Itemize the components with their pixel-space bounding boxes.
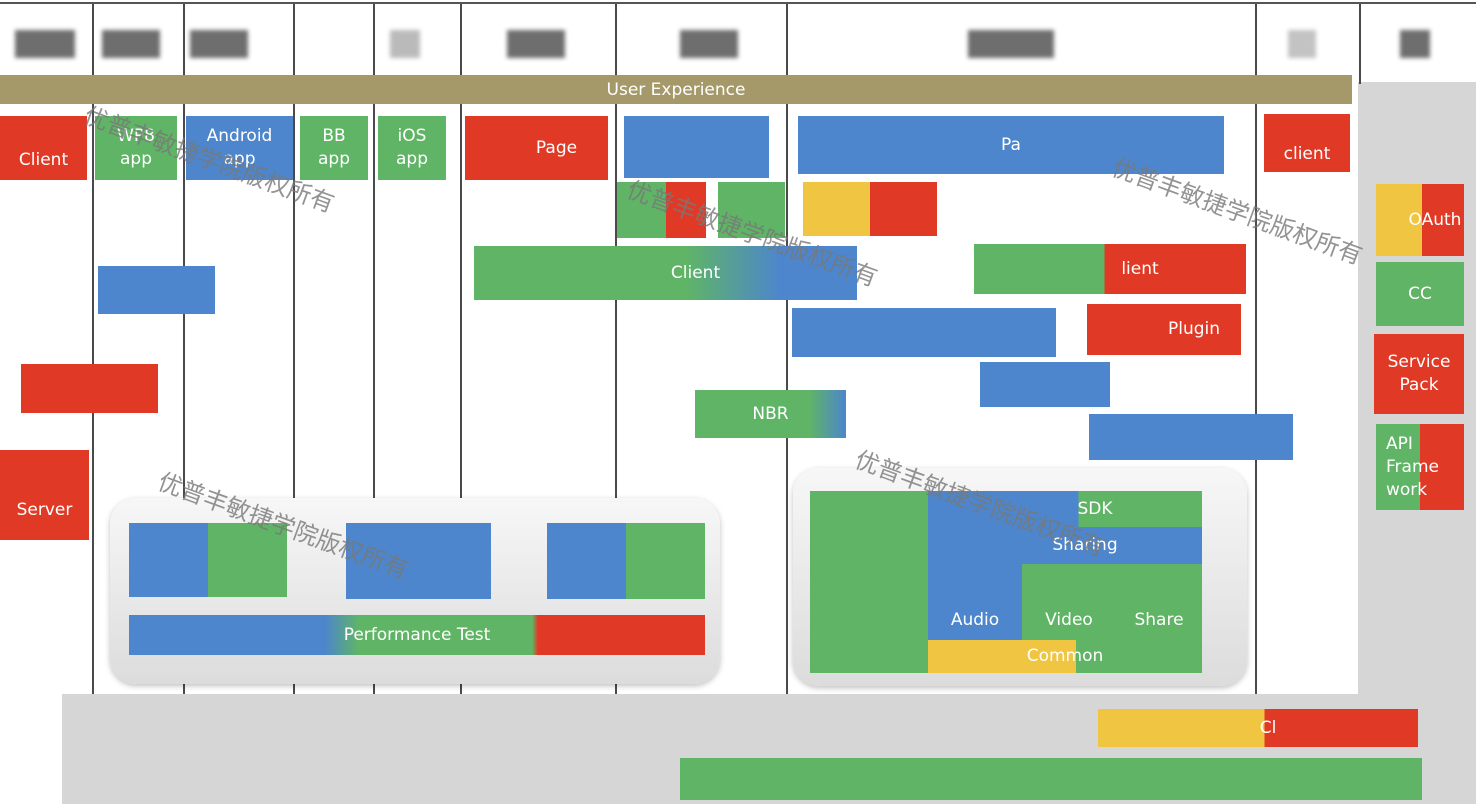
column-divider (293, 4, 295, 694)
sdk-bar: SDK (928, 491, 1202, 527)
client-right-box-label: lient (1121, 258, 1159, 279)
wp8-app-box: WP8 app (95, 116, 177, 180)
server-label: Server (16, 500, 73, 520)
page-box: Page (465, 116, 608, 180)
column-divider (615, 4, 617, 694)
blurred-box (980, 362, 1110, 407)
column-divider (786, 4, 788, 694)
video-cell: Video (1022, 604, 1116, 636)
video-share-block-bg (1022, 564, 1202, 640)
ios-app-label: iOS app (396, 126, 428, 169)
cc-box: CC (1376, 262, 1464, 326)
bb-app-box: BB app (300, 116, 368, 180)
performance-test-bar: Performance Test (129, 615, 705, 655)
header-label-blurred (1400, 30, 1430, 58)
sharing-label: Sharing (1052, 535, 1118, 555)
service-pack-label: Service Pack (1387, 352, 1451, 395)
client-center-label: Client (670, 262, 721, 283)
header-label-blurred (1288, 30, 1316, 58)
column-divider (1359, 4, 1361, 84)
plugin-label: Plugin (1167, 319, 1221, 339)
blurred-box (547, 523, 705, 599)
blurred-box (1089, 414, 1293, 460)
header-label-blurred (680, 30, 738, 58)
client-label: Client (18, 150, 69, 170)
client-box-left: Client (0, 116, 87, 180)
header-label-blurred (190, 30, 248, 58)
android-app-label: Android app (206, 126, 273, 169)
cc-label: CC (1408, 283, 1432, 304)
column-divider (1255, 4, 1257, 694)
blurred-box (803, 182, 937, 236)
audio-cell: Audio (928, 604, 1022, 636)
share-cell: Share (1116, 604, 1202, 636)
video-label: Video (1045, 609, 1093, 630)
bottom-green-bar (680, 758, 1422, 800)
blurred-box (617, 182, 706, 238)
blurred-box (98, 266, 215, 314)
client-center-box: Client (474, 246, 857, 300)
client-right-box: lient (974, 244, 1246, 294)
blurred-box (624, 116, 769, 178)
cl-bar: Cl (1098, 709, 1418, 747)
column-divider (373, 4, 375, 694)
plugin-box: Plugin (1087, 304, 1241, 355)
blurred-box (129, 523, 287, 597)
common-label: Common (1026, 646, 1104, 666)
header-label-blurred (507, 30, 565, 58)
cl-label: Cl (1259, 717, 1277, 738)
pa-box: Pa (798, 116, 1224, 174)
api-framework-label: API Frame work (1386, 433, 1439, 500)
bb-app-label: BB app (318, 126, 350, 169)
wp8-app-label: WP8 app (117, 126, 155, 169)
nbr-box: NBR (695, 390, 846, 438)
column-divider (183, 4, 185, 694)
header-label-blurred (15, 30, 75, 58)
api-framework-box: API Frame work (1376, 424, 1464, 510)
android-app-box: Android app (186, 116, 293, 180)
sdk-side-block (810, 491, 928, 673)
header-label-blurred (390, 30, 420, 58)
ios-app-box: iOS app (378, 116, 446, 180)
column-divider (460, 4, 462, 694)
top-border (0, 2, 1476, 4)
sdk-label: SDK (1077, 498, 1113, 519)
audio-block-bg (928, 564, 1022, 640)
common-bar: Common (928, 640, 1202, 673)
oauth-label: OAuth (1408, 209, 1462, 230)
page-label: Page (535, 137, 578, 158)
blurred-box (792, 308, 1056, 357)
blurred-box (21, 364, 158, 413)
performance-test-label: Performance Test (343, 624, 491, 645)
blurred-box (346, 523, 491, 599)
share-label: Share (1134, 609, 1184, 630)
oauth-box: OAuth (1376, 184, 1464, 256)
audio-label: Audio (950, 609, 1000, 630)
client-right-label: client (1283, 144, 1331, 164)
header-label-blurred (968, 30, 1054, 58)
header-label-blurred (102, 30, 160, 58)
server-box: Server (0, 450, 89, 540)
user-experience-banner: User Experience (0, 75, 1352, 104)
client-box-right: client (1264, 114, 1350, 172)
nbr-label: NBR (752, 403, 789, 424)
service-pack-box: Service Pack (1374, 334, 1464, 414)
blurred-box (718, 182, 785, 238)
column-divider (92, 4, 94, 694)
pa-label: Pa (1001, 134, 1021, 155)
sharing-bar: Sharing (928, 527, 1202, 564)
